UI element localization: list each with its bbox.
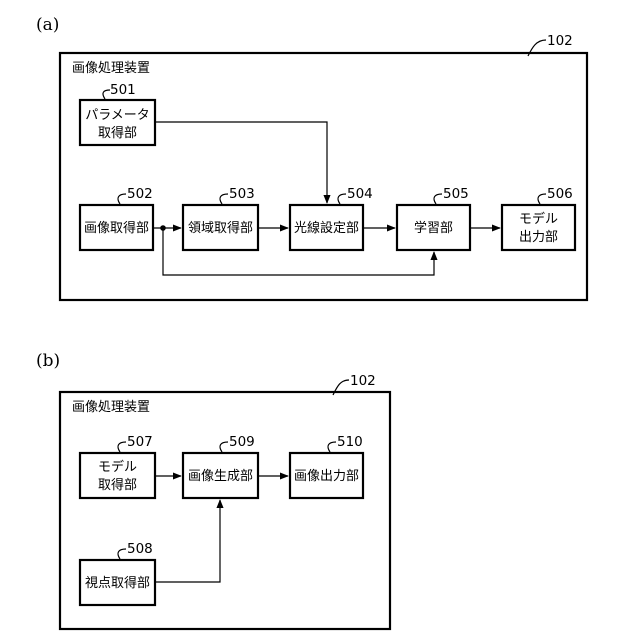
block-508-ref: 508 (127, 541, 153, 557)
panel-b: (b) 画像処理装置 102 モデル 取得部 507 視点取得部 508 画像生… (36, 351, 390, 629)
block-507-line-1: モデル (98, 459, 137, 475)
panel-a-frame (60, 53, 587, 300)
block-505-line-1: 学習部 (414, 220, 453, 236)
block-503-ref: 503 (229, 186, 255, 202)
block-506-line-1: モデル (519, 211, 558, 227)
block-508-line-1: 視点取得部 (85, 575, 150, 591)
block-506-leader (538, 194, 546, 204)
block-510-leader (328, 442, 336, 452)
panel-b-frame-ref: 102 (350, 373, 376, 389)
block-501-leader (103, 90, 110, 99)
block-505-leader (434, 194, 442, 204)
block-510-ref: 510 (337, 434, 363, 450)
block-502-line-1: 画像取得部 (84, 220, 149, 236)
block-505-ref: 505 (443, 186, 469, 202)
block-502-ref: 502 (127, 186, 153, 202)
block-506-line-2: 出力部 (519, 230, 558, 245)
panel-a-frame-ref: 102 (547, 33, 573, 49)
block-509-leader (220, 442, 228, 452)
block-501-line-2: 取得部 (98, 125, 137, 141)
block-506-ref: 506 (547, 186, 573, 202)
block-504-ref: 504 (347, 186, 373, 202)
arrow-508-to-509 (155, 500, 220, 582)
block-504-leader (338, 194, 346, 204)
block-503-leader (220, 194, 228, 204)
block-501-line-1: パラメータ (85, 108, 150, 123)
panel-b-frame-title: 画像処理装置 (72, 400, 150, 415)
panel-a-label: (a) (36, 15, 59, 35)
block-507-line-2: 取得部 (98, 477, 137, 493)
block-508-leader (118, 549, 126, 559)
block-501-ref: 501 (110, 82, 136, 98)
block-503-line-1: 領域取得部 (188, 220, 253, 236)
block-509-line-1: 画像生成部 (188, 469, 253, 484)
block-507-ref: 507 (127, 434, 153, 450)
panel-a: (a) 画像処理装置 102 パラメータ 取得部 501 画像取得部 502 領… (36, 15, 587, 300)
block-507-leader (118, 442, 126, 452)
block-509-ref: 509 (229, 434, 255, 450)
panel-b-label: (b) (36, 351, 60, 371)
block-510-line-1: 画像出力部 (294, 469, 359, 484)
panel-a-frame-title: 画像処理装置 (72, 61, 150, 76)
block-504-line-1: 光線設定部 (294, 220, 359, 236)
block-502-leader (118, 194, 126, 204)
